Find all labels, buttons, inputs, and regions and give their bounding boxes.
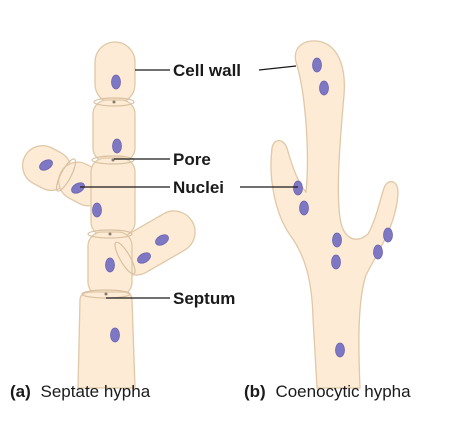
septate-cell-2: [92, 99, 136, 163]
caption-septate-text: Septate hypha: [41, 382, 151, 401]
leader-lines: [80, 65, 298, 299]
nucleus: [110, 327, 120, 343]
nucleus: [312, 57, 322, 73]
caption-septate: (a) Septate hypha: [10, 382, 151, 401]
nucleus: [111, 74, 121, 90]
coenocytic-hypha: [270, 40, 399, 389]
caption-coenocytic-text: Coenocytic hypha: [275, 382, 411, 401]
septum-3: [87, 229, 133, 239]
pore-4: [104, 292, 108, 296]
nucleus: [105, 257, 115, 273]
nucleus: [92, 202, 102, 218]
nucleus: [155, 234, 169, 246]
nucleus: [383, 227, 393, 243]
nucleus: [71, 182, 85, 194]
septum-branch-left: [55, 158, 77, 192]
pore-1: [112, 100, 116, 104]
label-cell-wall: Cell wall: [173, 61, 241, 80]
septate-cell-3: [90, 157, 136, 237]
pores: [104, 100, 116, 296]
pore-3: [108, 232, 112, 236]
nucleus: [319, 80, 329, 96]
label-pore: Pore: [173, 150, 211, 169]
nucleus: [293, 180, 303, 196]
caption-coenocytic: (b) Coenocytic hypha: [244, 382, 411, 401]
coenocytic-nuclei: [293, 57, 393, 358]
leader-cell-wall-right: [258, 65, 297, 71]
nucleus: [112, 138, 122, 154]
nucleus: [137, 252, 151, 264]
nucleus: [331, 254, 341, 270]
nucleus: [335, 342, 345, 358]
septate-base-cell: [77, 291, 136, 389]
septum-1: [93, 97, 135, 107]
label-septum: Septum: [173, 289, 235, 308]
septate-nuclei: [39, 74, 169, 343]
caption-coenocytic-letter: (b): [244, 382, 266, 401]
septum-2: [91, 155, 135, 165]
caption-septate-letter: (a): [10, 382, 31, 401]
nucleus: [332, 232, 342, 248]
nucleus: [373, 244, 383, 260]
septate-hypha: [21, 41, 196, 389]
septum-branch-right: [114, 241, 136, 275]
nucleus: [39, 159, 53, 171]
septate-tip-cell: [94, 41, 136, 105]
coenocytic-body: [270, 40, 399, 389]
nucleus: [299, 200, 309, 216]
pore-2: [111, 158, 115, 162]
label-nuclei: Nuclei: [173, 178, 224, 197]
